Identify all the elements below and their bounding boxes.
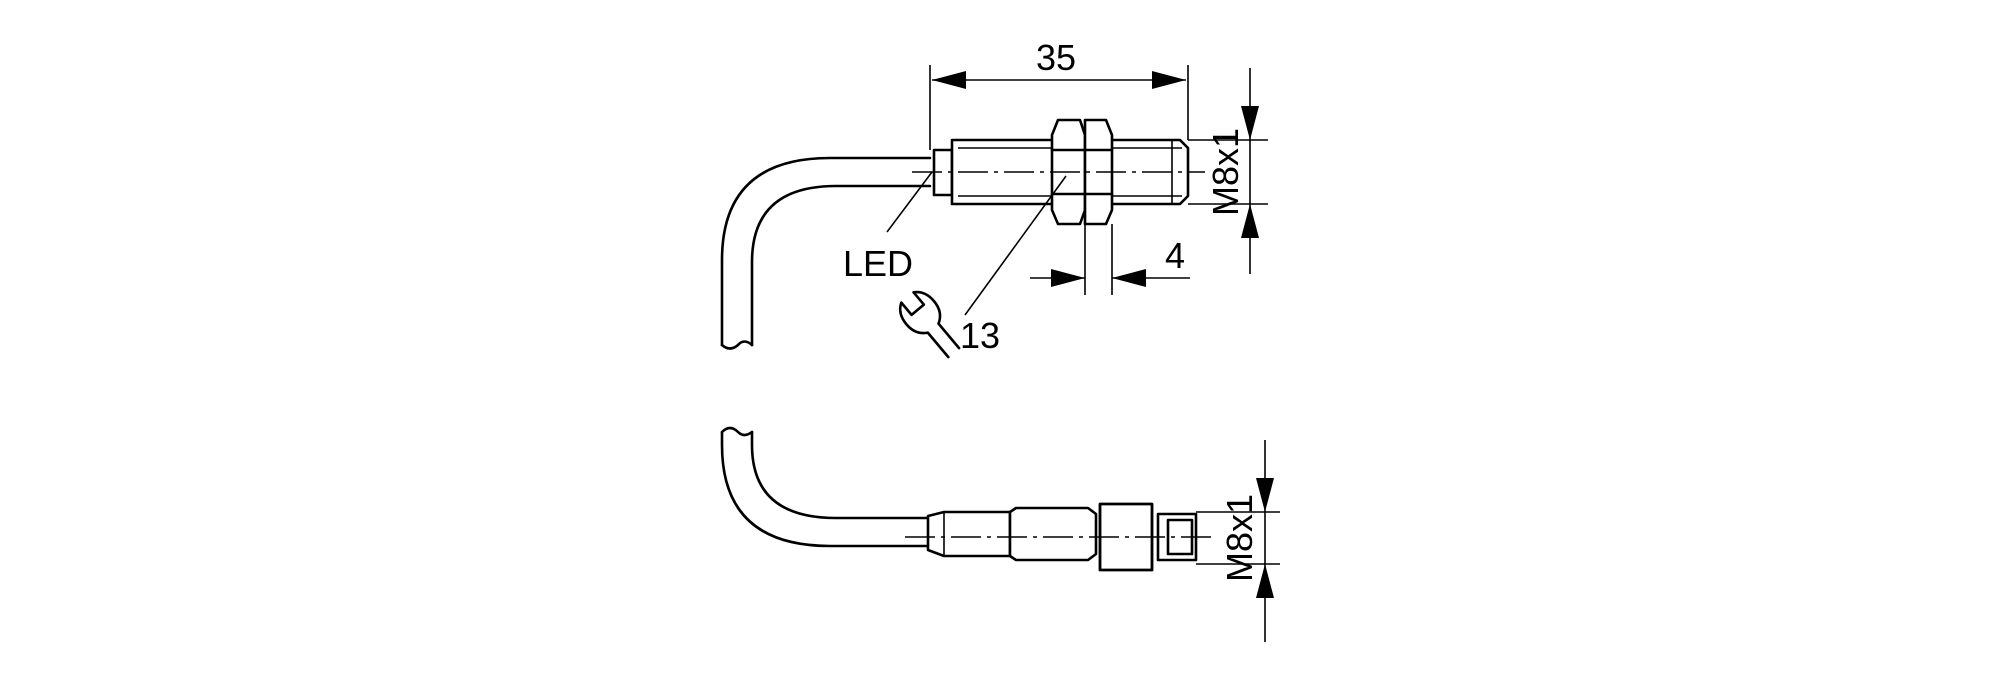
dimension-35: 35 [929, 37, 1189, 150]
length-dimension-label: 35 [1036, 37, 1076, 78]
nut-dimension-label: 4 [1165, 235, 1185, 276]
bottom-cable-break [720, 426, 754, 437]
bottom-cable [720, 430, 932, 548]
thread-top-label: M8x1 [1205, 128, 1246, 216]
cable-sleeve [926, 510, 1012, 558]
wrench-leader [964, 175, 1067, 316]
dimension-m8x1-top: M8x1 [1188, 68, 1268, 274]
wrench-icon [898, 290, 961, 359]
top-cable [720, 156, 932, 347]
bottom-connector-view: M8x1 [720, 426, 1280, 642]
connector-body [1008, 506, 1098, 562]
top-cable-break [720, 340, 754, 350]
led-label: LED [843, 243, 913, 284]
dimension-4: 4 [1030, 224, 1190, 295]
dimension-m8x1-bottom: M8x1 [1196, 440, 1280, 642]
thread-bottom-label: M8x1 [1219, 494, 1260, 582]
top-sensor-view: 35 M8x1 4 LED 13 [720, 37, 1268, 359]
led-leader [886, 171, 933, 233]
wrench-size-label: 13 [960, 315, 1000, 356]
